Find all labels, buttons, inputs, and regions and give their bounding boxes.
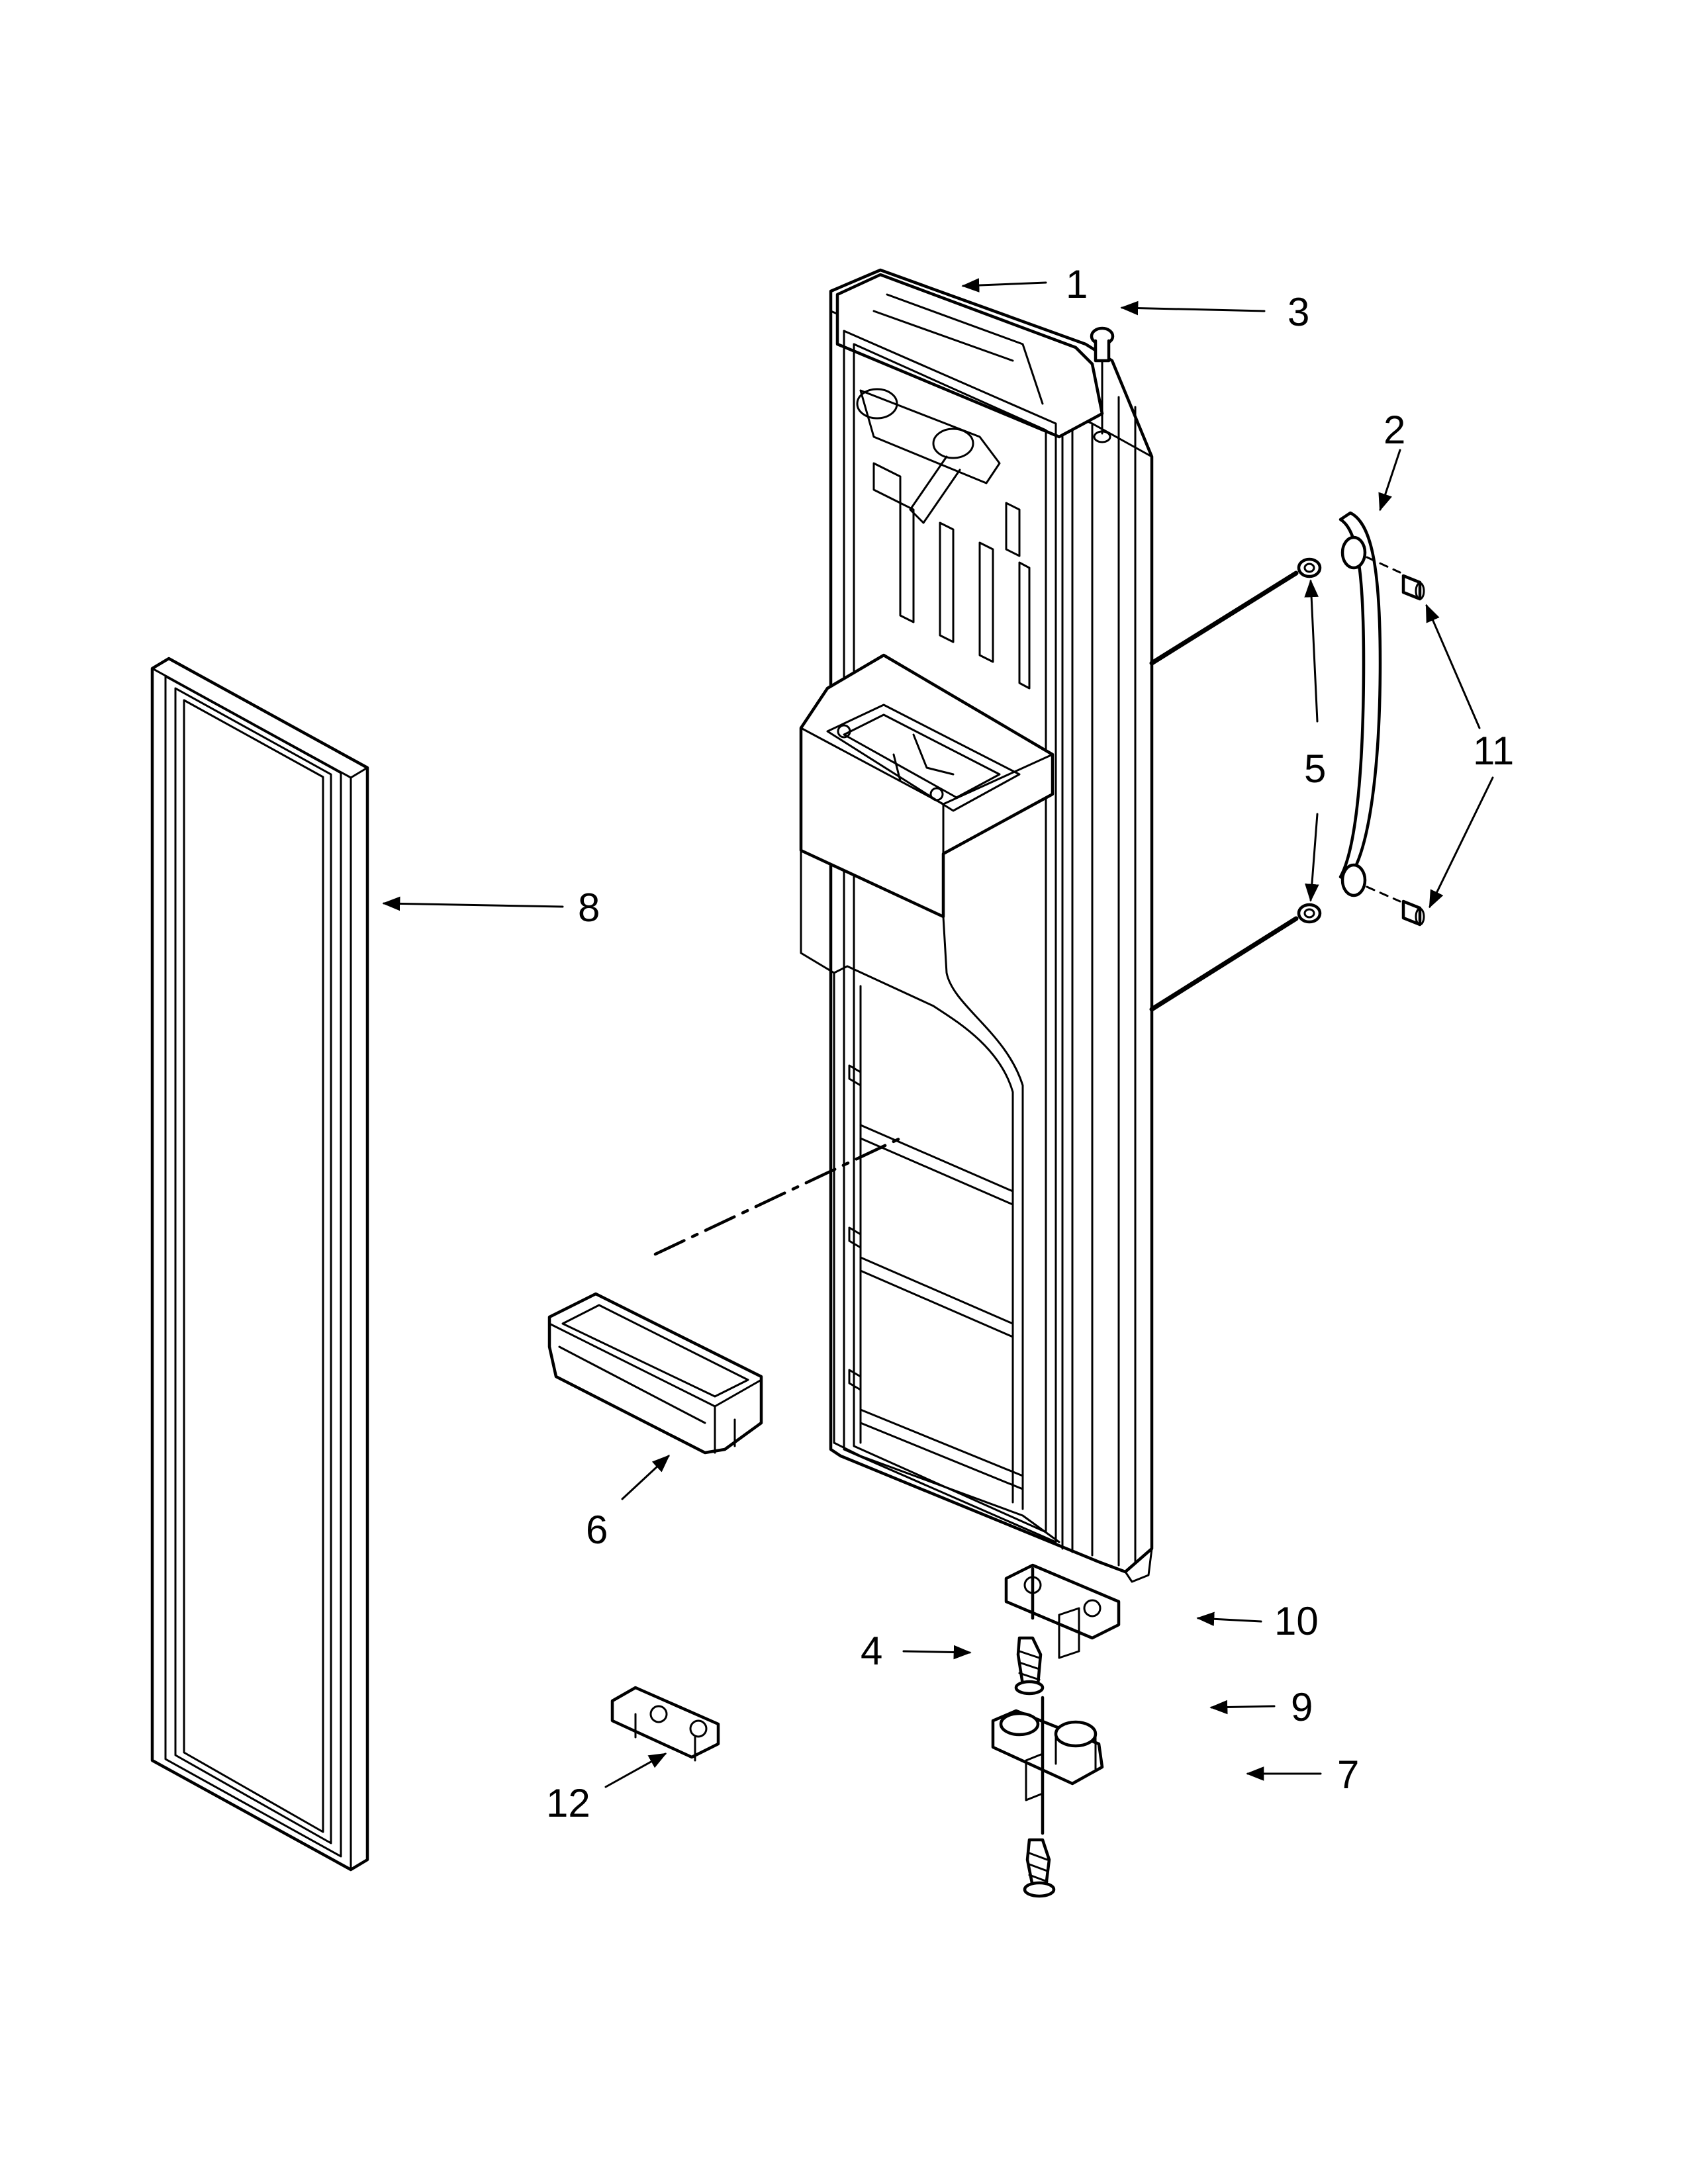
- callout-6: 6: [586, 1508, 608, 1552]
- arrow-2: [1378, 449, 1401, 512]
- handle-set-screws: [1401, 574, 1425, 927]
- arrow-1: [961, 278, 1047, 293]
- door-bin: [547, 1292, 763, 1455]
- door-handle: [1338, 511, 1382, 897]
- handle-standoffs: [1149, 556, 1401, 1012]
- callout-8: 8: [578, 886, 600, 930]
- door-assembly: [799, 268, 1154, 1583]
- arrow-12: [604, 1752, 667, 1788]
- arrow-11b: [1429, 776, 1494, 909]
- door-hinge: [991, 1696, 1104, 1835]
- callout-10: 10: [1274, 1599, 1319, 1643]
- door-top-screw: [1090, 326, 1115, 443]
- door-gasket: [150, 657, 369, 1872]
- arrow-5b: [1305, 813, 1319, 902]
- callout-labels: 1 2 3 4 5 6 7 8 9 10 11 12: [546, 262, 1514, 1825]
- bin-leader-line: [653, 1136, 902, 1256]
- arrow-9: [1209, 1700, 1276, 1715]
- arrow-4: [902, 1645, 972, 1660]
- arrow-5a: [1304, 579, 1319, 723]
- hinge-shim: [1004, 1563, 1121, 1659]
- callout-9: 9: [1291, 1685, 1313, 1729]
- callout-4: 4: [861, 1629, 882, 1673]
- callout-2: 2: [1383, 408, 1405, 452]
- callout-12: 12: [546, 1781, 590, 1825]
- callout-1: 1: [1066, 262, 1088, 306]
- arrow-3: [1120, 300, 1266, 316]
- hinge-screw-upper: [1014, 1636, 1045, 1696]
- callout-arrows: [382, 278, 1494, 1788]
- hinge-shim-loose: [610, 1686, 720, 1762]
- callout-7: 7: [1337, 1752, 1359, 1797]
- callout-3: 3: [1288, 290, 1309, 334]
- callout-5: 5: [1304, 747, 1326, 791]
- arrow-8: [382, 896, 564, 911]
- arrow-10: [1196, 1612, 1262, 1627]
- callout-11: 11: [1473, 729, 1514, 773]
- arrow-11a: [1425, 604, 1481, 729]
- hinge-screw-lower: [1023, 1838, 1056, 1898]
- arrow-6: [621, 1455, 670, 1500]
